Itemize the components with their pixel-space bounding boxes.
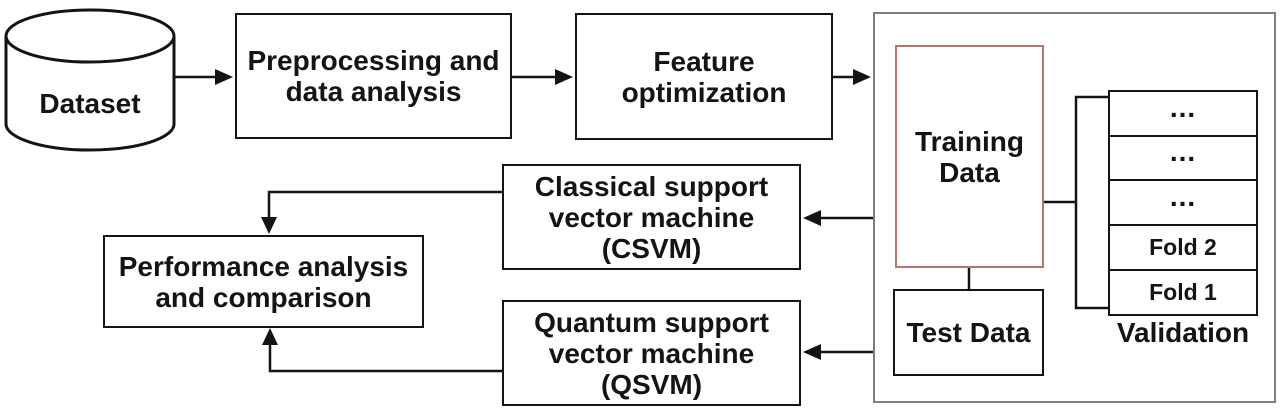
fold-row-label: ... xyxy=(1169,181,1197,212)
feature-label-line2: optimization xyxy=(621,76,787,108)
fold-row-ellipsis-3: ... xyxy=(1108,179,1258,227)
qsvm-label-line2: vector machine xyxy=(548,337,755,369)
qsvm-label-line1: Quantum support xyxy=(534,306,769,338)
feature-label-line1: Feature xyxy=(653,45,755,77)
arrow-feature-to-split xyxy=(833,69,871,85)
fold-row-fold1: Fold 1 xyxy=(1108,268,1258,317)
arrow-preprocessing-to-feature xyxy=(511,69,573,85)
training-data-box: Training Data xyxy=(895,45,1044,268)
arrow-csvm-to-performance xyxy=(261,190,502,234)
fold-row-ellipsis-1: ... xyxy=(1108,90,1258,138)
performance-analysis-box: Performance analysis and comparison xyxy=(103,235,424,328)
training-label-line1: Training xyxy=(915,125,1024,157)
fold-row-ellipsis-2: ... xyxy=(1108,134,1258,182)
fold-row-label: ... xyxy=(1169,91,1197,123)
fold-row-label: Fold 1 xyxy=(1149,278,1217,305)
csvm-label-line3: (CSVM) xyxy=(601,232,702,264)
qsvm-label-line3: (QSVM) xyxy=(600,368,703,400)
arrow-qsvm-to-performance xyxy=(262,328,502,373)
feature-optimization-box: Feature optimization xyxy=(575,13,833,140)
dataset-cylinder-shape xyxy=(4,8,176,152)
preprocessing-label-line1: Preprocessing and xyxy=(247,45,500,76)
performance-label-line1: Performance analysis xyxy=(118,250,409,282)
arrow-split-to-csvm xyxy=(803,210,873,226)
csvm-label-line2: vector machine xyxy=(548,201,755,233)
fold-stack: ... ... ... Fold 2 Fold 1 xyxy=(1108,90,1258,317)
training-label-line2: Data xyxy=(939,156,1000,188)
test-data-label: Test Data xyxy=(906,317,1031,348)
preprocessing-label-line2: data analysis xyxy=(285,76,462,107)
fold-row-fold2: Fold 2 xyxy=(1108,224,1258,272)
arrow-dataset-to-preprocessing xyxy=(174,69,233,85)
csvm-label-line1: Classical support xyxy=(534,170,769,202)
fold-bracket xyxy=(1074,95,1108,310)
qsvm-box: Quantum support vector machine (QSVM) xyxy=(502,300,801,406)
fold-row-label: ... xyxy=(1169,136,1197,168)
dataset-label: Dataset xyxy=(39,88,141,119)
csvm-box: Classical support vector machine (CSVM) xyxy=(502,164,801,270)
arrow-split-to-qsvm xyxy=(803,344,873,360)
validation-label: Validation xyxy=(1116,317,1250,348)
test-data-box: Test Data xyxy=(893,289,1044,376)
performance-label-line2: and comparison xyxy=(155,281,372,313)
fold-row-label: Fold 2 xyxy=(1149,234,1217,261)
preprocessing-box: Preprocessing and data analysis xyxy=(235,13,512,139)
